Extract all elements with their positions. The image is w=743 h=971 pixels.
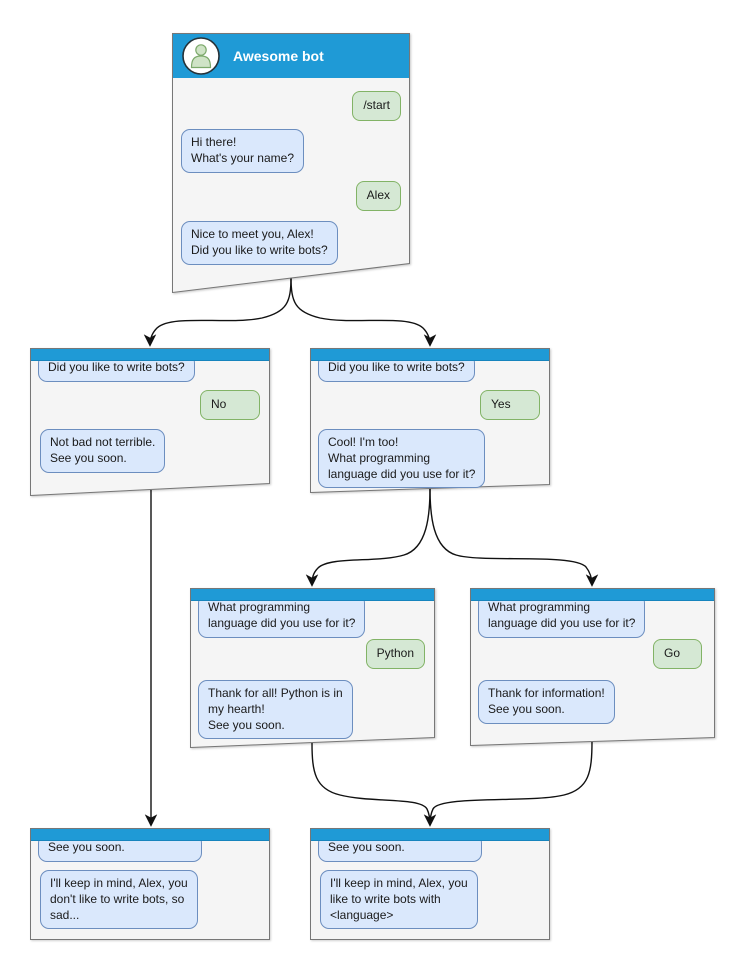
connector-yes-to-python: [305, 487, 431, 587]
user-message-start: /start: [352, 91, 401, 121]
chat-header: Awesome bot: [173, 34, 409, 78]
window-title-strip: [191, 589, 434, 601]
bot-message-reply: I'll keep in mind, Alex, you like to wri…: [320, 870, 478, 930]
bot-message-context: What programming language did you use fo…: [198, 594, 366, 638]
bot-message-reply: Not bad not terrible. See you soon.: [40, 429, 166, 473]
connector-yes-to-go: [429, 487, 599, 587]
bot-title: Awesome bot: [233, 48, 324, 64]
node-yes-branch: Did you like to write bots? Yes Cool! I'…: [310, 348, 550, 493]
node-end-yes: See you soon. I'll keep in mind, Alex, y…: [310, 828, 550, 940]
window-title-strip: [31, 349, 269, 361]
node-no-branch: Did you like to write bots? No Not bad n…: [30, 348, 270, 496]
window-title-strip: [311, 829, 549, 841]
window-title-strip: [471, 589, 714, 601]
bot-message-question: Nice to meet you, Alex! Did you like to …: [181, 221, 338, 265]
bot-message-reply: Cool! I'm too! What programming language…: [318, 429, 486, 489]
node-python-branch: What programming language did you use fo…: [190, 588, 435, 748]
user-message-answer: Go: [653, 639, 702, 669]
bot-message-greeting: Hi there! What's your name?: [181, 129, 305, 173]
user-message-answer: No: [200, 390, 260, 420]
bot-message-reply: I'll keep in mind, Alex, you don't like …: [40, 870, 198, 930]
connector-go-to-end: [429, 740, 593, 826]
bot-message-reply: Thank for information! See you soon.: [478, 680, 615, 724]
node-end-no: See you soon. I'll keep in mind, Alex, y…: [30, 828, 270, 940]
bot-avatar-person-icon: [182, 37, 220, 75]
window-title-strip: [31, 829, 269, 841]
window-title-strip: [311, 349, 549, 361]
chat-window-main: Awesome bot /start Hi there! What's your…: [172, 33, 410, 293]
connector-python-to-end: [311, 742, 437, 827]
bot-message-reply: Thank for all! Python is in my hearth! S…: [198, 680, 353, 740]
user-message-answer: Python: [365, 639, 425, 669]
user-message-answer: Yes: [480, 390, 540, 420]
node-go-branch: What programming language did you use fo…: [470, 588, 715, 746]
user-message-name: Alex: [355, 181, 401, 211]
